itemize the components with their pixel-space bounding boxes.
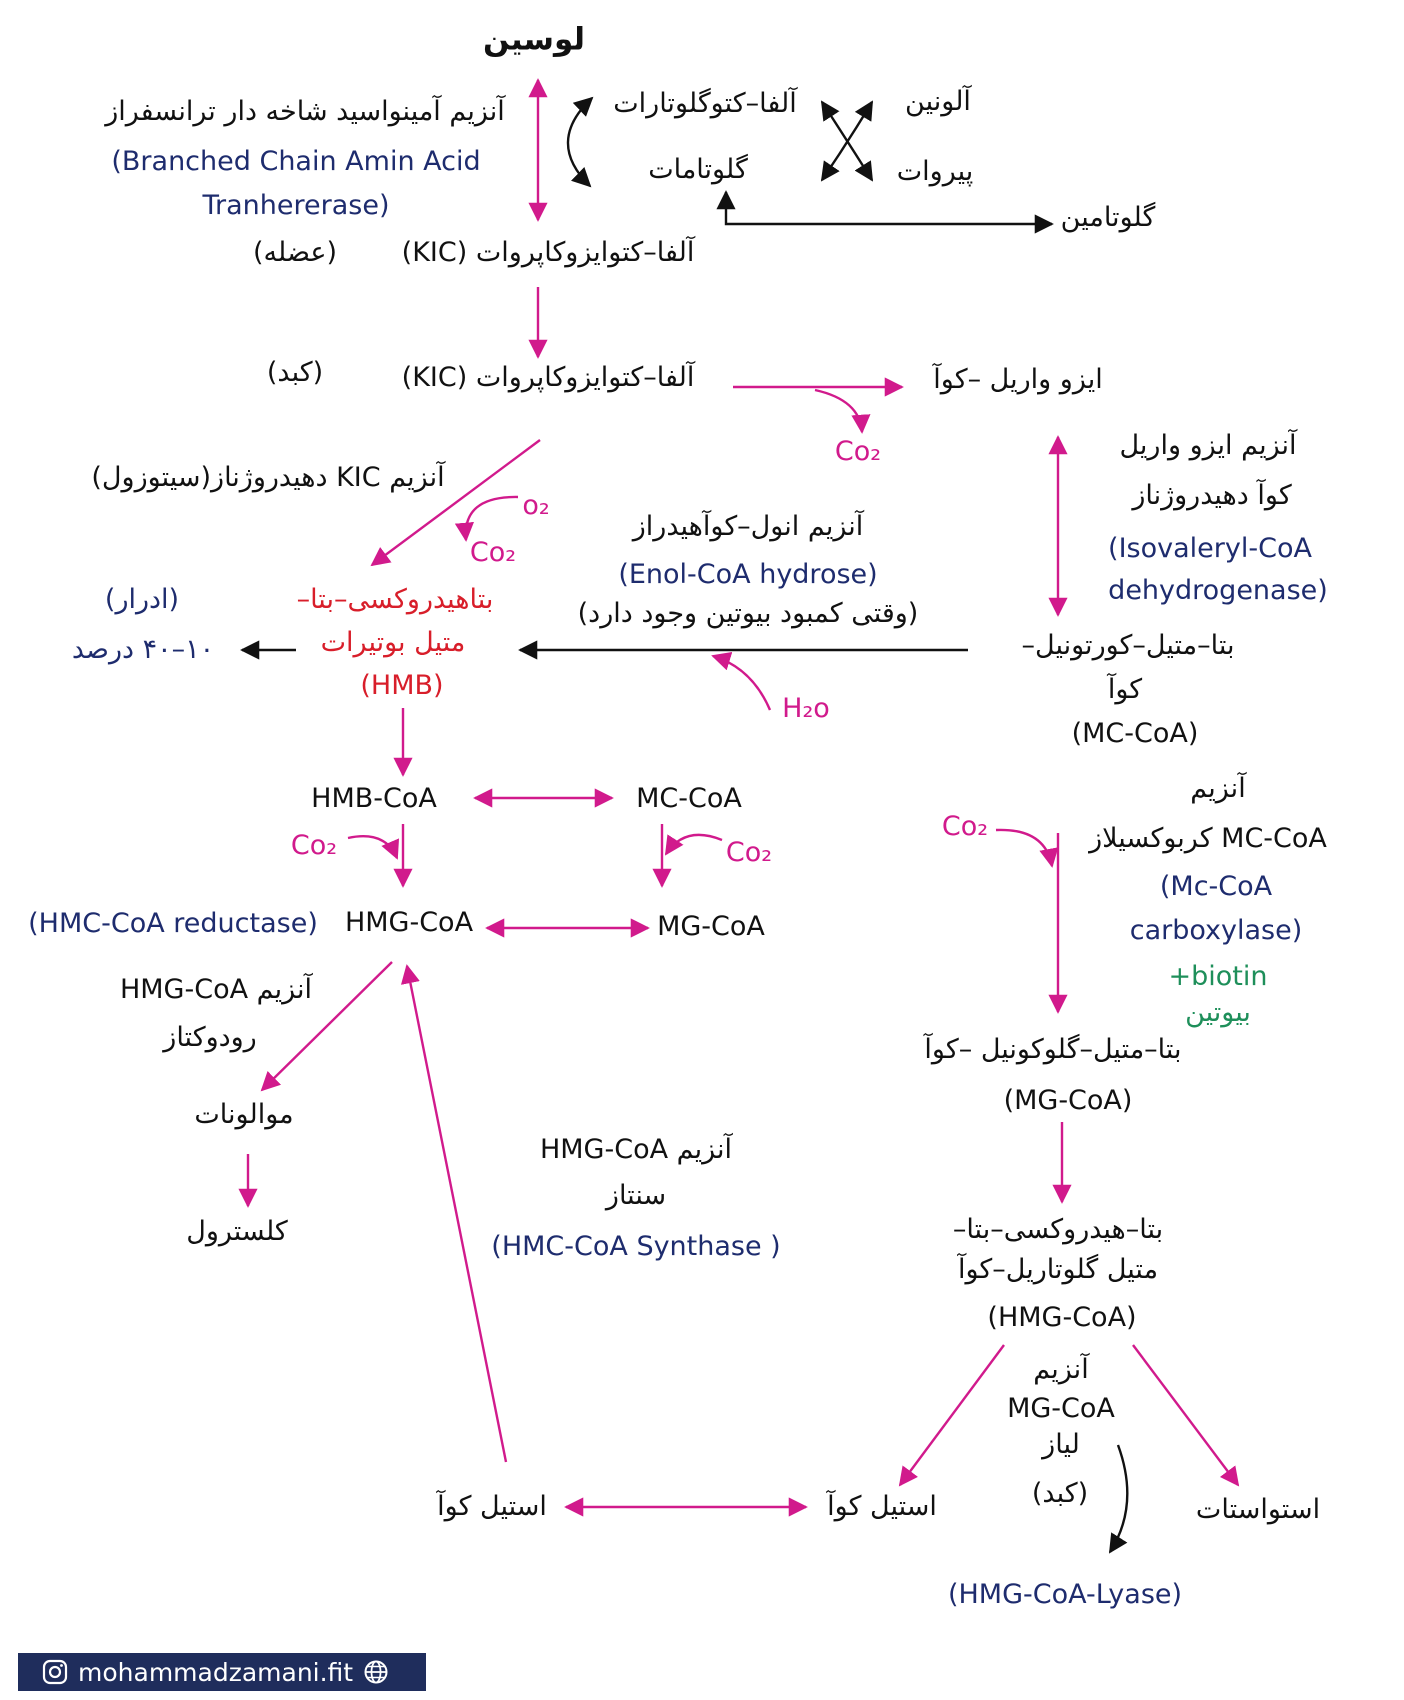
node-cholesterol: کلسترول — [186, 1215, 288, 1247]
label-muscle: (عضله) — [252, 236, 338, 268]
label-ivd-en-2: dehydrogenase) — [1108, 574, 1328, 606]
node-mc-coa-mid: MC-CoA — [636, 782, 742, 814]
node-hmb-abbr: (HMB) — [360, 669, 444, 701]
label-lyase-fa-3: لیاز — [1042, 1428, 1080, 1460]
arrow-hmg-acetoacetate — [1132, 1344, 1240, 1487]
arrow-akg-glutamate — [566, 96, 594, 188]
label-biotin-fa: بیوتین — [1185, 996, 1251, 1028]
arrow-co2-carboxylase — [995, 828, 1059, 868]
node-hmg-coa-full-2: متیل گلوتاریل–کوآ — [957, 1253, 1159, 1285]
node-hmb-1: بتاهیدروکسی–بتا– — [296, 583, 494, 615]
label-co2-c: Co₂ — [290, 829, 338, 861]
label-co2-e: Co₂ — [941, 810, 989, 842]
node-mevalonate: موالونات — [194, 1098, 294, 1130]
label-kic-dehydrogenase: آنزیم KIC دهیدروژناز(سیتوزول) — [91, 461, 445, 493]
arrow-co2-release — [814, 388, 871, 434]
node-hmg-coa-abbr: (HMG-CoA) — [987, 1301, 1137, 1333]
node-hmb-2: متیل بوتیرات — [320, 626, 466, 658]
arrow-hmg-acetyl — [898, 1344, 1005, 1487]
node-alpha-ketoglutarate: آلفا–کتوگلوتارات — [613, 87, 797, 119]
label-hmgcr-fa-1: آنزیم HMG-CoA — [119, 973, 313, 1005]
label-hmgcr-en: (HMC-CoA reductase) — [28, 907, 318, 939]
node-acetoacetate: استواستات — [1195, 1493, 1321, 1525]
label-liver: (کبد) — [266, 356, 324, 388]
label-biotin-note: (وقتی کمبود بیوتین وجود دارد) — [577, 597, 919, 629]
label-hmgcr-fa-2: رودوکتاز — [163, 1021, 257, 1053]
node-hmg-coa-full-1: بتا–هیدروکسی–بتا– — [952, 1213, 1164, 1245]
arrow-exchange-2 — [820, 100, 874, 182]
label-hmgcs-fa-1: آنزیم HMG-CoA — [539, 1133, 733, 1165]
node-kic-liver: آلفا–کتوایزوکاپروات (KIC) — [401, 361, 695, 393]
footer-handle[interactable]: mohammadzamani.fit — [78, 1657, 354, 1687]
node-acetyl-coa-mid: استیل کوآ — [827, 1490, 937, 1522]
node-glutamine: گلوتامین — [1060, 201, 1156, 233]
node-alanine: آلونین — [905, 85, 971, 117]
node-acetyl-coa-left: استیل کوآ — [437, 1490, 547, 1522]
label-mcc-enzyme-2: MC-CoA کربوکسیلاز — [1089, 822, 1327, 854]
instagram-icon — [42, 1659, 68, 1685]
node-mc-coa-abbr: (MC-CoA) — [1071, 717, 1199, 749]
node-leucine: لوسین — [482, 21, 586, 58]
label-bcat-en-2: Tranhererase) — [202, 189, 390, 221]
label-urine: (ادرار) — [104, 583, 180, 615]
arrow-lyase-curve — [1108, 1444, 1129, 1554]
node-hmg-coa: HMG-CoA — [344, 906, 474, 938]
arrow-glutamine-glutamate — [716, 190, 1054, 234]
node-glutamate: گلوتامات — [648, 153, 748, 185]
label-mcc-en-2: carboxylase) — [1129, 914, 1303, 946]
label-bcat-enzyme: آنزیم آمینواسید شاخه دار ترانسفراز — [105, 95, 505, 127]
label-ivd-en-1: (Isovaleryl-CoA — [1108, 532, 1312, 564]
arrow-co2-hmb — [347, 835, 400, 860]
label-lyase-fa-1: آنزیم — [1033, 1353, 1089, 1385]
label-urine-percent: ۱۰–۴۰ درصد — [71, 633, 215, 665]
node-pyruvate: پیروات — [896, 155, 974, 187]
node-mc-coa-2: کوآ — [1107, 673, 1143, 705]
label-ivd-enzyme-2: کوآ دهیدروژناز — [1132, 479, 1292, 511]
label-hmgcs-en: (HMC-CoA Synthase ) — [491, 1230, 781, 1262]
arrow-co2-mc — [664, 833, 723, 856]
label-biotin-en: +biotin — [1168, 960, 1268, 992]
label-ivd-enzyme-1: آنزیم ایزو واریل — [1119, 429, 1297, 461]
node-kic-muscle: آلفا–کتوایزوکاپروات (KIC) — [401, 236, 695, 268]
label-lyase-liver: (کبد) — [1031, 1477, 1089, 1509]
label-enol-en: (Enol-CoA hydrose) — [618, 558, 878, 590]
node-mg-coa-abbr: (MG-CoA) — [1003, 1084, 1133, 1116]
arrow-hmgcoa-mevalonate — [260, 961, 393, 1092]
label-mcc-enzyme-1: آنزیم — [1190, 772, 1246, 804]
label-co2-d: Co₂ — [725, 836, 773, 868]
globe-icon — [364, 1660, 388, 1684]
node-hmb-coa: HMB-CoA — [311, 782, 437, 814]
label-mcc-en-1: (Mc-CoA — [1159, 870, 1273, 902]
label-bcat-en-1: (Branched Chain Amin Acid — [111, 145, 481, 177]
arrow-o2-co2 — [454, 495, 519, 542]
node-isovaleryl-coa: ایزو واریل –کوآ — [933, 363, 1103, 395]
arrow-h2o — [711, 651, 772, 711]
footer-banner: mohammadzamani.fit — [18, 1653, 426, 1691]
arrow-acetyl-hmgcoa — [400, 964, 508, 1463]
node-mg-coa: MG-CoA — [657, 910, 765, 942]
label-hmgcs-fa-2: سنتاز — [605, 1179, 667, 1211]
label-lyase-fa-2: MG-CoA — [1007, 1392, 1115, 1424]
node-mg-coa-full: بتا–متیل–گلوکونیل –کوآ — [924, 1033, 1182, 1065]
node-mc-coa-1: بتا–متیل–کورتونیل– — [1021, 629, 1235, 661]
label-lyase-en: (HMG-CoA-Lyase) — [947, 1578, 1183, 1610]
label-h2o: H₂o — [782, 692, 830, 724]
label-co2-b: Co₂ — [469, 536, 517, 568]
arrow-kic-hmb — [370, 439, 541, 567]
label-enol-enzyme: آنزیم انول–کوآهیدراز — [632, 510, 864, 542]
label-o2: o₂ — [522, 489, 550, 521]
label-co2-a: Co₂ — [834, 435, 882, 467]
